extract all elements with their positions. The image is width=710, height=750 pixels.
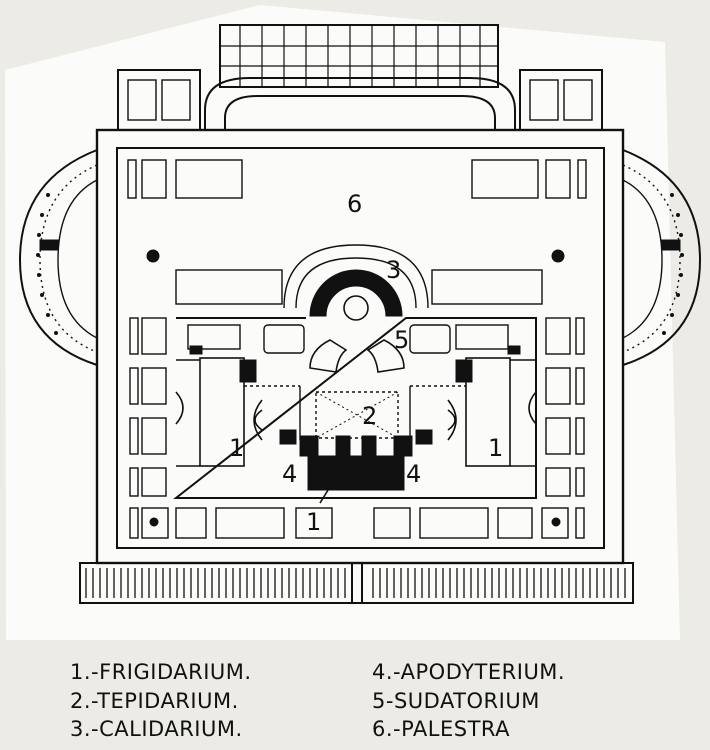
label-frigidarium-left: 1	[229, 434, 245, 462]
label-frigidarium-bottom: 1	[306, 508, 322, 536]
right-exedra	[622, 149, 702, 366]
legend-item-sudatorium: 5-SUDATORIUM	[372, 689, 540, 713]
sudatorium-right	[366, 339, 405, 373]
palestra-well-ul	[146, 249, 160, 263]
legend-item-apodyterium: 4.-APODYTERIUM.	[372, 660, 566, 684]
frigidarium-basin	[307, 455, 405, 491]
right-column-rooms	[545, 317, 585, 497]
legend-item-calidarium: 3.-CALIDARIUM.	[70, 717, 243, 741]
frigidarium-pool-right	[465, 357, 511, 467]
palestra-well-ur	[551, 249, 565, 263]
label-sudatorium-number: 5	[394, 326, 410, 354]
frigidarium-pool-left	[199, 357, 245, 467]
sudatorium-left	[309, 339, 348, 373]
label-calidarium-number: 3	[386, 256, 402, 284]
lower-palestra-rooms	[129, 507, 585, 539]
label-tepidarium-number: 2	[362, 402, 378, 430]
bottom-colonnade	[79, 562, 634, 604]
stadium-seating	[220, 25, 498, 87]
label-apodyterium-right: 4	[406, 460, 422, 488]
legend-item-frigidarium: 1.-FRIGIDARIUM.	[70, 660, 252, 684]
legend-item-tepidarium: 2.-TEPIDARIUM.	[70, 689, 239, 713]
top-exedra-wall	[204, 77, 516, 130]
tepidarium	[315, 391, 399, 439]
top-exedra-inner	[224, 95, 496, 130]
inner-enclosure	[116, 147, 605, 549]
leader-line	[319, 473, 339, 504]
calidarium-fountain	[343, 295, 369, 321]
left-column-rooms	[129, 317, 167, 497]
paper-sheet	[5, 5, 680, 640]
label-palestra-number: 6	[347, 190, 363, 218]
calidarium-outer-arc	[283, 244, 429, 309]
calidarium-ring	[309, 269, 403, 317]
colonnade-ticks	[85, 568, 626, 598]
left-exedra	[18, 149, 98, 366]
top-stadium-block	[219, 24, 499, 88]
label-frigidarium-right: 1	[488, 434, 504, 462]
label-apodyterium-left: 4	[282, 460, 298, 488]
central-block-wall	[173, 317, 537, 499]
legend-item-palestra: 6.-PALESTRA	[372, 717, 511, 741]
